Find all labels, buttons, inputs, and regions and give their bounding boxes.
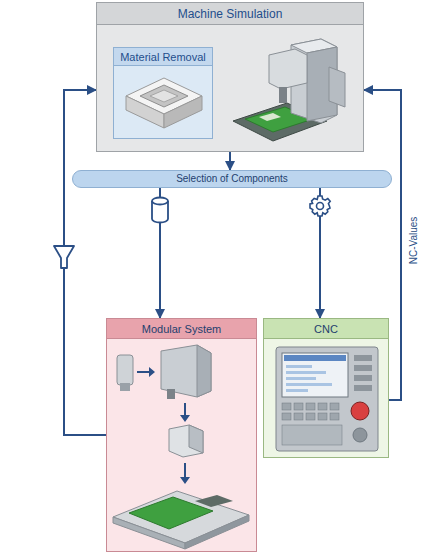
modular-components-illustration (107, 339, 258, 551)
container-box: Machine Simulation Material Removal (96, 2, 364, 152)
cnc-panel-illustration (274, 345, 380, 453)
node-title: CNC (264, 319, 388, 339)
machine-tool-illustration (229, 37, 349, 149)
process-box: Material Removal (113, 47, 213, 139)
material-removal-illustration (122, 70, 206, 136)
process-band: Selection of Components (72, 170, 392, 188)
module-box: Modular System (106, 318, 257, 552)
gear-icon (310, 196, 330, 216)
filter-icon (54, 246, 74, 268)
cnc-box: CNC (263, 318, 389, 458)
database-icon (152, 198, 168, 223)
node-title: Selection of Components (73, 171, 391, 187)
node-title: Machine Simulation (97, 3, 363, 25)
edge-label: NC-Values (408, 216, 419, 264)
node-title: Modular System (107, 319, 256, 339)
node-title: Material Removal (114, 48, 212, 66)
flow-arrow (229, 152, 231, 170)
